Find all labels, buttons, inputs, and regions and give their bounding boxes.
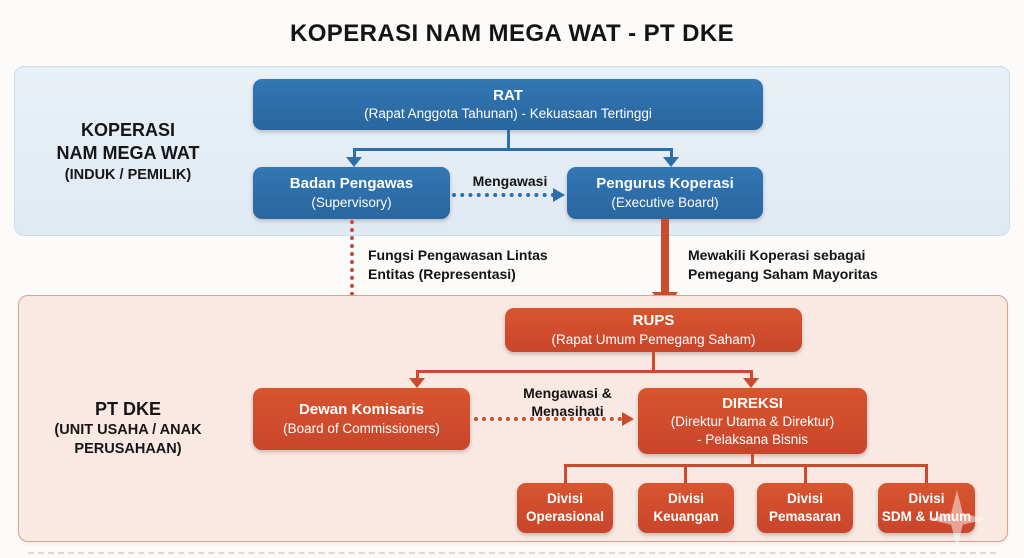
koperasi-label-line1: KOPERASI <box>80 120 176 140</box>
page-title: KOPERASI NAM MEGA WAT - PT DKE <box>290 20 734 47</box>
edge-label-mengawasi-menasihati: Mengawasi & Menasihati <box>495 384 640 420</box>
node-direksi-subtitle2: - Pelaksana Bisnis <box>696 431 809 447</box>
arrowhead-to-badan-pengawas-icon <box>346 157 362 167</box>
node-badan-pengawas-subtitle: (Supervisory) <box>311 194 392 210</box>
connector-div3-stub <box>804 464 807 483</box>
node-rat-title: RAT <box>493 86 523 104</box>
edge-menasihati-dotted-line <box>474 417 622 421</box>
connector-rups-right-stub <box>750 370 753 379</box>
pt-dke-label-line1: PT DKE <box>94 399 161 419</box>
connector-rups-left-stub <box>416 370 419 379</box>
node-direksi: DIREKSI (Direktur Utama & Direktur) - Pe… <box>638 388 867 454</box>
node-divisi-keuangan: Divisi Keuangan <box>638 483 734 533</box>
node-dewan-komisaris-title: Dewan Komisaris <box>298 401 425 419</box>
connector-rat-right-stub <box>670 148 673 159</box>
node-direksi-title: DIREKSI <box>722 394 783 412</box>
connector-rups-stem <box>652 352 655 371</box>
bottom-divider <box>28 552 996 554</box>
node-divisi-sdm-umum-line1: Divisi <box>908 491 945 507</box>
node-divisi-operasional: Divisi Operasional <box>517 483 613 533</box>
node-divisi-keuangan-line2: Keuangan <box>653 509 719 524</box>
pt-dke-label-line2: (UNIT USAHA / ANAK <box>54 422 202 439</box>
koperasi-label-line3: (INDUK / PEMILIK) <box>64 166 192 183</box>
node-dewan-komisaris-subtitle: (Board of Commissioners) <box>283 420 440 436</box>
edge-mengawasi-dotted-line <box>452 193 555 197</box>
pt-dke-label-line3: PERUSAHAAN) <box>74 441 182 458</box>
node-badan-pengawas-title: Badan Pengawas <box>289 175 414 193</box>
edge-label-mengawasi-menasihati-line1: Mengawasi & <box>523 385 612 401</box>
annotation-mewakili-line1: Mewakili Koperasi sebagai <box>688 247 866 263</box>
arrowhead-to-pengurus-icon <box>663 157 679 167</box>
node-divisi-operasional-line1: Divisi <box>546 491 584 507</box>
node-rups-title: RUPS <box>632 312 675 330</box>
connector-rat-branch <box>353 148 672 151</box>
koperasi-section-label: KOPERASI NAM MEGA WAT (INDUK / PEMILIK) <box>22 119 234 185</box>
annotation-mewakili-koperasi: Mewakili Koperasi sebagai Pemegang Saham… <box>688 246 878 284</box>
node-divisi-operasional-line2: Operasional <box>525 509 605 524</box>
node-dewan-komisaris: Dewan Komisaris (Board of Commissioners) <box>253 388 470 450</box>
connector-div1-stub <box>564 464 567 483</box>
node-divisi-pemasaran-line1: Divisi <box>786 491 824 507</box>
edge-label-mengawasi: Mengawasi <box>472 173 548 189</box>
node-divisi-pemasaran: Divisi Pemasaran <box>757 483 853 533</box>
annotation-fungsi-line2: Entitas (Representasi) <box>368 265 516 282</box>
node-pengurus-koperasi: Pengurus Koperasi (Executive Board) <box>567 167 763 219</box>
node-rat-subtitle: (Rapat Anggota Tahunan) - Kekuasaan Tert… <box>364 106 652 122</box>
arrowhead-menasihati-icon <box>622 412 634 426</box>
node-pengurus-title: Pengurus Koperasi <box>596 175 734 193</box>
annotation-mewakili-line2: Pemegang Saham Mayoritas <box>688 265 878 282</box>
node-pengurus-subtitle: (Executive Board) <box>611 194 719 210</box>
node-direksi-subtitle: (Direktur Utama & Direktur) <box>670 414 835 430</box>
connector-rat-left-stub <box>353 148 356 159</box>
connector-rat-stem <box>507 130 510 148</box>
node-rups-subtitle: (Rapat Umum Pemegang Saham) <box>551 331 756 347</box>
arrowhead-mengawasi-icon <box>553 188 565 202</box>
arrowhead-to-dewan-komisaris-icon <box>409 378 425 388</box>
node-badan-pengawas: Badan Pengawas (Supervisory) <box>253 167 450 219</box>
node-rups: RUPS (Rapat Umum Pemegang Saham) <box>505 308 802 352</box>
koperasi-label-line2: NAM MEGA WAT <box>56 143 200 164</box>
connector-divisions-branch <box>564 464 928 467</box>
edge-label-mengawasi-menasihati-line2: Menasihati <box>531 403 604 420</box>
annotation-fungsi-pengawasan: Fungsi Pengawasan Lintas Entitas (Repres… <box>368 246 548 284</box>
edge-mewakili-thick-arrow <box>661 219 669 294</box>
arrowhead-to-direksi-icon <box>743 378 759 388</box>
node-divisi-pemasaran-line2: Pemasaran <box>768 509 842 524</box>
connector-rups-branch <box>416 370 753 373</box>
connector-div2-stub <box>684 464 687 483</box>
node-divisi-keuangan-line1: Divisi <box>667 491 705 507</box>
node-rat: RAT (Rapat Anggota Tahunan) - Kekuasaan … <box>253 79 763 130</box>
connector-div4-stub <box>925 464 928 483</box>
connector-direksi-stem <box>751 454 754 465</box>
annotation-fungsi-line1: Fungsi Pengawasan Lintas <box>368 247 548 263</box>
pt-dke-section-label: PT DKE (UNIT USAHA / ANAK PERUSAHAAN) <box>22 398 234 459</box>
